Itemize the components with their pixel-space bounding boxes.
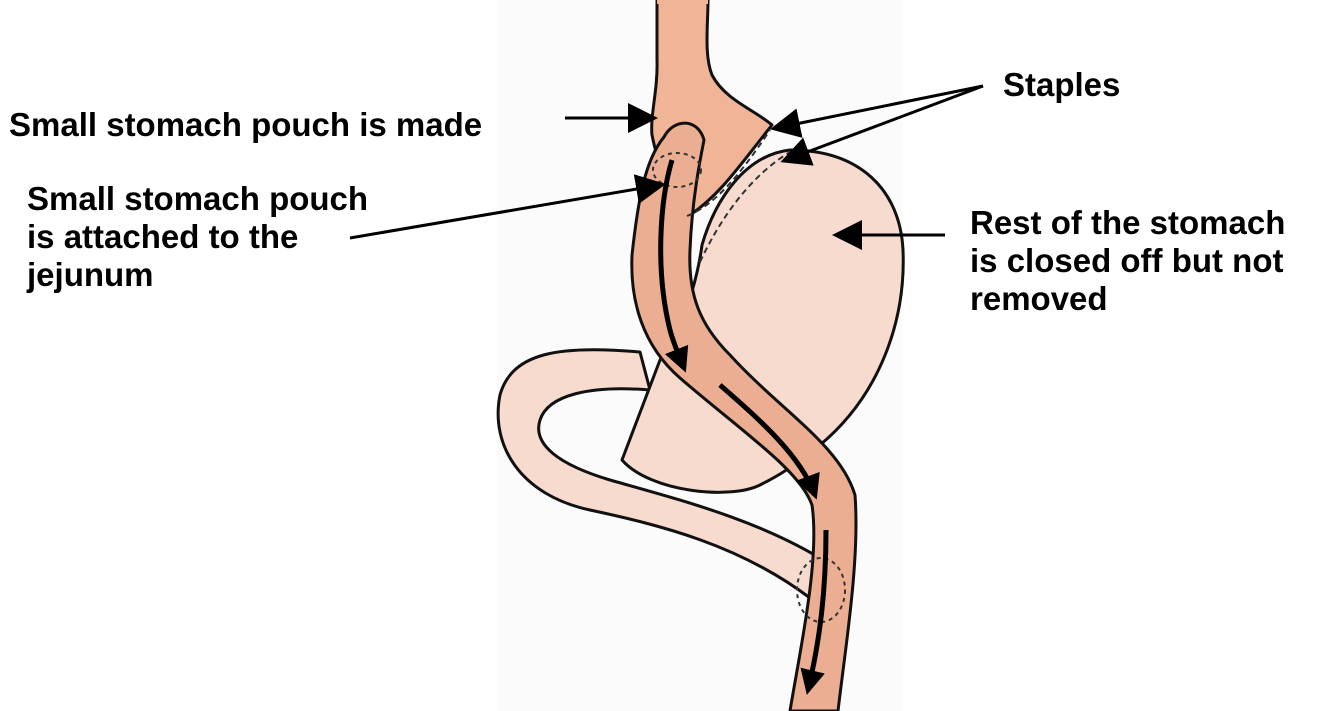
label-pouch-attached-line-2: is attached to the bbox=[27, 218, 368, 256]
leader-staples-1 bbox=[776, 86, 983, 128]
label-pouch-made-text: Small stomach pouch is made bbox=[9, 106, 482, 144]
label-staples-text: Staples bbox=[1003, 66, 1120, 104]
label-pouch-made: Small stomach pouch is made bbox=[9, 106, 482, 144]
label-rest-line-1: Rest of the stomach bbox=[970, 204, 1285, 242]
leader-pouch-attached bbox=[350, 185, 660, 238]
label-pouch-attached-line-3: jejunum bbox=[27, 256, 368, 294]
label-staples: Staples bbox=[1003, 66, 1120, 104]
leader-staples-2 bbox=[786, 86, 983, 160]
label-rest-line-3: removed bbox=[970, 280, 1285, 318]
label-rest-line-2: is closed off but not bbox=[970, 242, 1285, 280]
label-pouch-attached: Small stomach pouch is attached to the j… bbox=[27, 180, 368, 294]
label-rest-of-stomach: Rest of the stomach is closed off but no… bbox=[970, 204, 1285, 318]
label-pouch-attached-line-1: Small stomach pouch bbox=[27, 180, 368, 218]
